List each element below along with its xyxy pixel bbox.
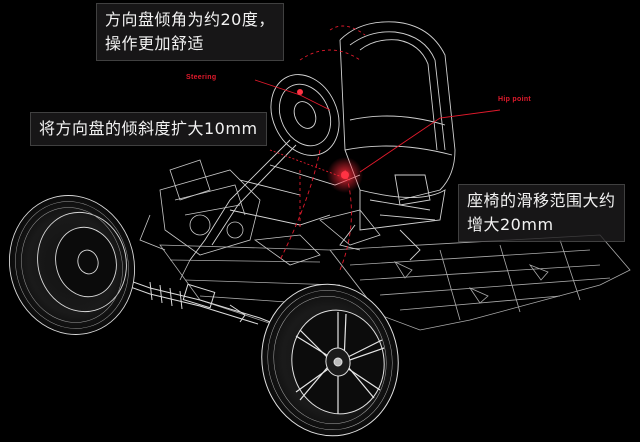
callout-steering-tilt: 将方向盘的倾斜度扩大10mm <box>30 112 267 146</box>
callout-steering-tilt-text: 将方向盘的倾斜度扩大10mm <box>39 119 258 138</box>
front-right-wheel <box>261 283 399 437</box>
tag-hip-point: Hip point <box>498 96 532 103</box>
callout-seat-slide-line1: 座椅的滑移范围大约 <box>467 191 616 210</box>
front-subframe <box>139 159 381 281</box>
callout-steering-angle: 方向盘倾角为约20度， 操作更加舒适 <box>96 3 284 61</box>
hip-point-marker <box>297 89 363 193</box>
front-left-wheel <box>8 195 136 335</box>
callout-seat-slide: 座椅的滑移范围大约 增大20mm <box>458 184 625 242</box>
callout-steering-angle-line1: 方向盘倾角为约20度， <box>105 10 275 29</box>
callout-steering-angle-line2: 操作更加舒适 <box>105 34 205 53</box>
callout-seat-slide-line2: 增大20mm <box>467 215 554 234</box>
seat-wireframe <box>339 21 456 261</box>
tag-steering: Steering <box>186 74 217 81</box>
floor-pan <box>159 234 631 331</box>
